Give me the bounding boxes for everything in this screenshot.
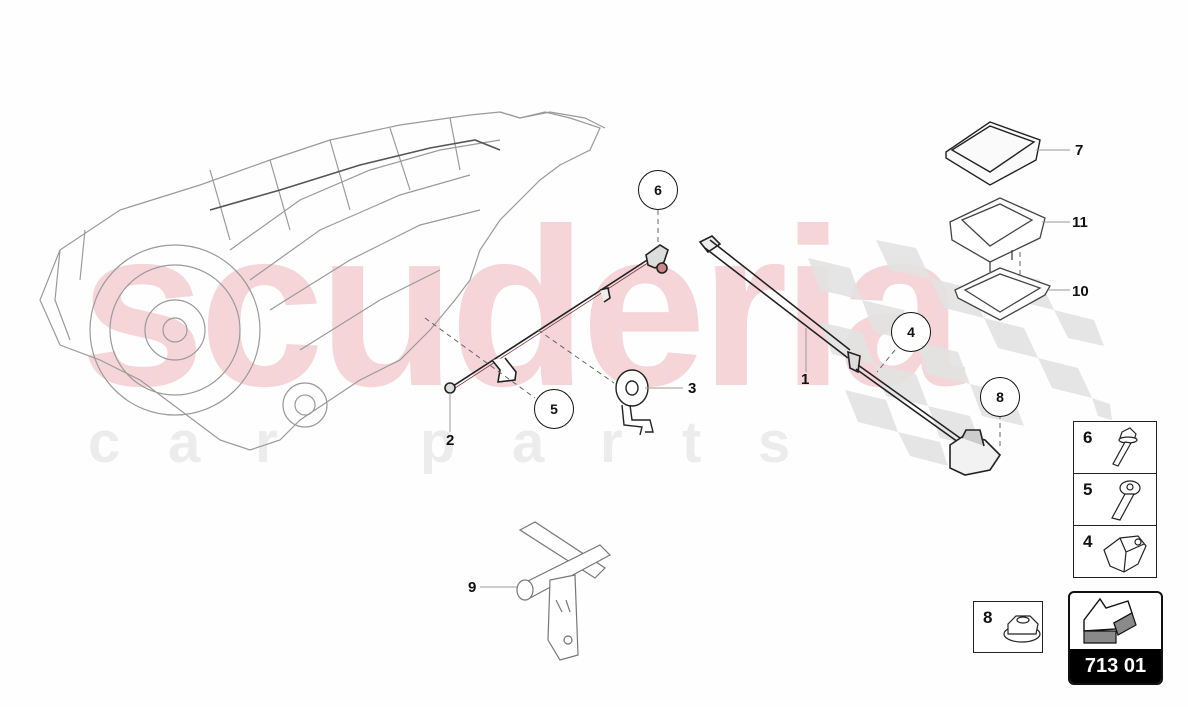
dashed-reference-lines — [424, 210, 1021, 450]
torx-bolt-icon — [1111, 480, 1141, 521]
fastener-box-5[interactable]: 5 — [1073, 473, 1157, 526]
cable-clip-icon — [1103, 535, 1147, 573]
part-label-11[interactable]: 11 — [1072, 214, 1088, 231]
fastener-number: 5 — [1083, 480, 1093, 499]
part-11-frame-drawing — [949, 197, 1046, 272]
part-label-1[interactable]: 1 — [801, 371, 810, 388]
part-label-7[interactable]: 7 — [1075, 142, 1084, 159]
diagram-code-number: 713 01 — [1070, 649, 1161, 683]
nut-number: 8 — [983, 608, 993, 627]
diagram-code-badge: 713 01 — [1068, 591, 1163, 685]
transmission-housing-drawing — [39, 111, 606, 451]
part-label-3[interactable]: 3 — [688, 380, 697, 397]
fastener-number: 6 — [1083, 428, 1093, 447]
fastener-number: 4 — [1083, 532, 1093, 551]
wiring-harness-on-housing — [209, 139, 501, 211]
callout-8[interactable]: 8 — [980, 377, 1020, 417]
part-label-2[interactable]: 2 — [446, 432, 455, 449]
part-7-lid-drawing — [945, 121, 1041, 186]
callout-6[interactable]: 6 — [638, 170, 678, 210]
part-9-tool-drawing — [516, 521, 611, 661]
fastener-box-6[interactable]: 6 — [1073, 421, 1157, 474]
fastener-box-4[interactable]: 4 — [1073, 525, 1157, 578]
part-label-9[interactable]: 9 — [468, 579, 477, 596]
part-label-10[interactable]: 10 — [1072, 283, 1089, 300]
checkered-flag-watermark — [808, 240, 1112, 466]
part-10-gasket-drawing — [954, 267, 1051, 321]
flange-bolt-icon — [1112, 427, 1138, 467]
nut-box-8[interactable]: 8 — [973, 601, 1043, 653]
flange-nut-icon — [1003, 615, 1041, 643]
callout-4[interactable]: 4 — [891, 312, 931, 352]
part-2-harness-drawing — [444, 244, 669, 394]
callout-5[interactable]: 5 — [534, 389, 574, 429]
direction-arrow-icon — [1083, 597, 1137, 644]
part-3-sensor-drawing — [615, 369, 654, 436]
part-1-cable-drawing — [698, 235, 1002, 476]
